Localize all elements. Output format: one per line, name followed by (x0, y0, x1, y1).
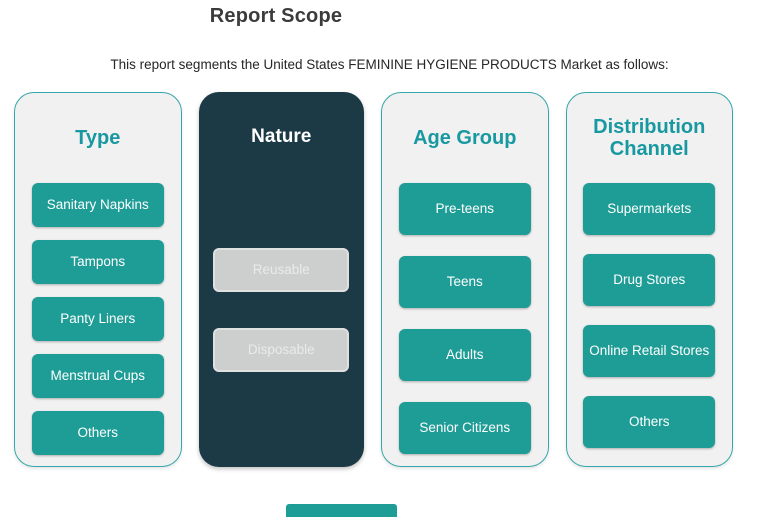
segment-item-sanitary-napkins: Sanitary Napkins (31, 183, 164, 227)
segment-item-senior-citizens: Senior Citizens (398, 402, 531, 454)
segment-item-disposable: Disposable (213, 328, 350, 372)
segment-item-teens: Teens (398, 256, 531, 308)
segment-item-menstrual-cups: Menstrual Cups (31, 354, 164, 398)
segment-item-others: Others (583, 396, 716, 448)
column-header-distribution-channel: Distribution Channel (593, 115, 706, 160)
segment-item-others: Others (31, 411, 164, 455)
segment-item-tampons: Tampons (31, 240, 164, 284)
segment-item-reusable: Reusable (213, 248, 350, 292)
segment-item-adults: Adults (398, 329, 531, 381)
segment-item-pre-teens: Pre-teens (398, 183, 531, 235)
segment-item-supermarkets: Supermarkets (583, 183, 716, 235)
column-header-nature: Nature (251, 126, 312, 148)
partial-next-section-bar (286, 504, 397, 517)
segment-item-drug-stores: Drug Stores (583, 254, 716, 306)
segment-item-online-retail-stores: Online Retail Stores (583, 325, 716, 377)
page-subtitle: This report segments the United States F… (110, 57, 669, 72)
column-header-age-group: Age Group (413, 126, 517, 149)
page-title: Report Scope (209, 5, 343, 27)
column-header-type: Type (75, 126, 121, 149)
segment-item-panty-liners: Panty Liners (31, 297, 164, 341)
